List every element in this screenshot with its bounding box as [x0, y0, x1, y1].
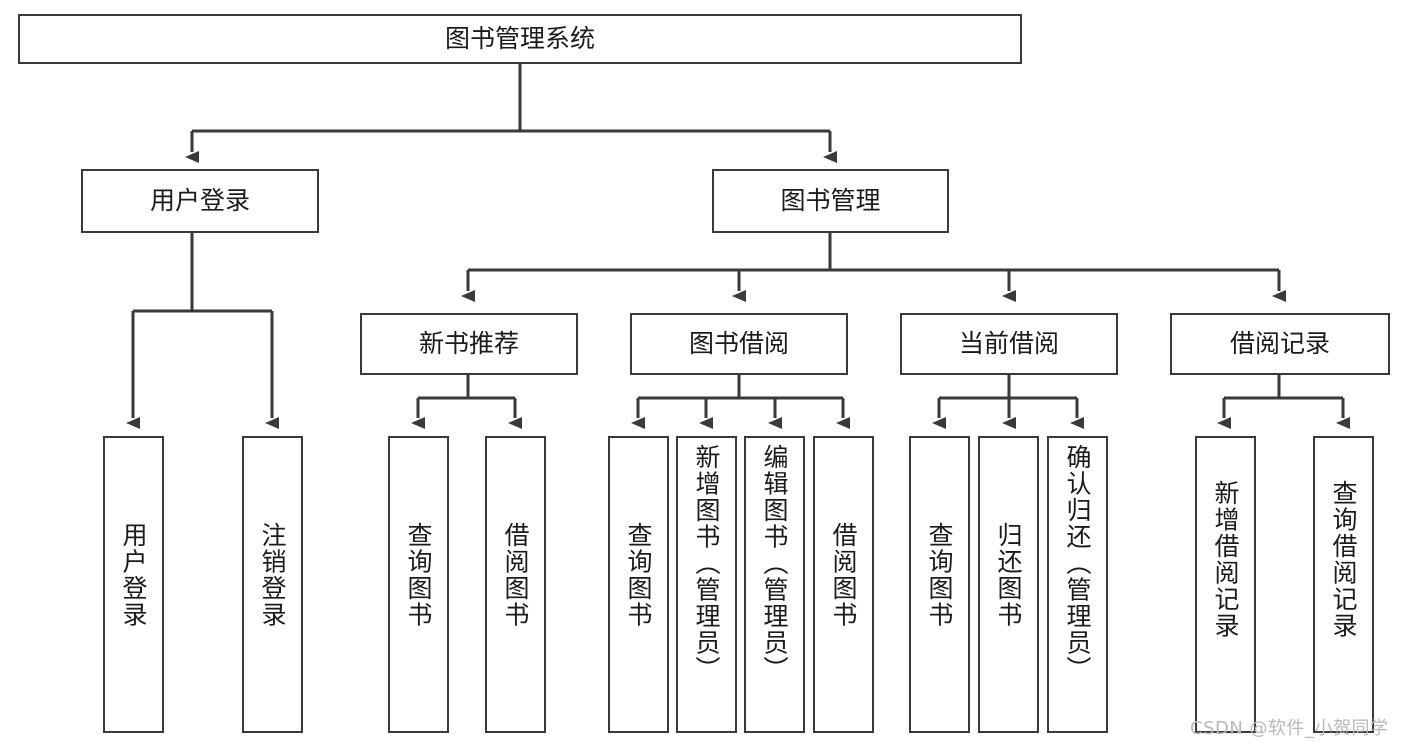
node-label: 新书推荐 — [418, 329, 519, 359]
leaf-current-borrow-return[interactable]: 归还图书 — [978, 436, 1039, 733]
node-label: 确认归还（管理员） — [1063, 444, 1092, 683]
node-label: 图书管理系统 — [444, 24, 595, 54]
node-book-borrow[interactable]: 图书借阅 — [630, 313, 848, 375]
node-label: 查询图书 — [404, 522, 433, 628]
node-new-book-recommend[interactable]: 新书推荐 — [360, 313, 578, 375]
node-label: 新增图书（管理员） — [692, 444, 721, 683]
node-label: 图书管理 — [780, 186, 881, 216]
leaf-current-borrow-confirm[interactable]: 确认归还（管理员） — [1047, 436, 1108, 733]
node-label: 当前借阅 — [958, 329, 1059, 359]
node-label: 编辑图书（管理员） — [760, 444, 789, 683]
leaf-book-borrow-query[interactable]: 查询图书 — [608, 436, 669, 733]
node-root-system[interactable]: 图书管理系统 — [18, 14, 1022, 64]
leaf-new-book-borrow[interactable]: 借阅图书 — [485, 436, 546, 733]
leaf-book-borrow-borrow[interactable]: 借阅图书 — [813, 436, 874, 733]
node-label: 注销登录 — [258, 522, 287, 628]
leaf-user-login-logout[interactable]: 注销登录 — [242, 436, 303, 733]
node-label: 用户登录 — [149, 186, 250, 216]
leaf-borrow-record-add[interactable]: 新增借阅记录 — [1195, 436, 1256, 733]
node-label: 用户登录 — [119, 522, 148, 628]
node-user-login[interactable]: 用户登录 — [81, 169, 319, 233]
node-label: 查询图书 — [925, 522, 954, 628]
node-label: 查询图书 — [624, 522, 653, 628]
node-label: 借阅图书 — [829, 522, 858, 628]
leaf-new-book-query[interactable]: 查询图书 — [388, 436, 449, 733]
node-current-borrow[interactable]: 当前借阅 — [900, 313, 1118, 375]
node-borrow-record[interactable]: 借阅记录 — [1170, 313, 1390, 375]
node-label: 借阅图书 — [501, 522, 530, 628]
node-label: 查询借阅记录 — [1329, 480, 1358, 639]
leaf-borrow-record-query[interactable]: 查询借阅记录 — [1313, 436, 1374, 733]
watermark-text: CSDN @软件_小贺同学 — [1190, 718, 1389, 739]
leaf-book-borrow-add[interactable]: 新增图书（管理员） — [676, 436, 737, 733]
node-label: 借阅记录 — [1229, 329, 1330, 359]
leaf-book-borrow-edit[interactable]: 编辑图书（管理员） — [744, 436, 805, 733]
node-label: 新增借阅记录 — [1211, 480, 1240, 639]
leaf-current-borrow-query[interactable]: 查询图书 — [909, 436, 970, 733]
leaf-user-login-login[interactable]: 用户登录 — [103, 436, 164, 733]
node-label: 图书借阅 — [688, 329, 789, 359]
node-book-management[interactable]: 图书管理 — [712, 169, 949, 233]
node-label: 归还图书 — [994, 522, 1023, 628]
